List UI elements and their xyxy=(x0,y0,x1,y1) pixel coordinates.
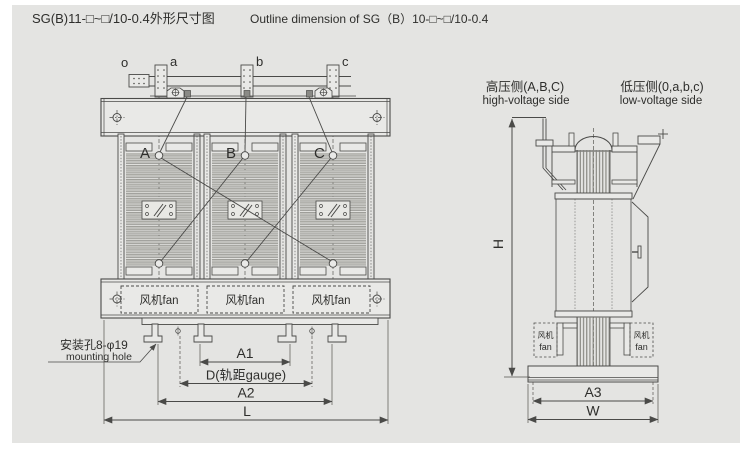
dim-a3-label: A3 xyxy=(584,384,601,400)
mounting-hole-label-cn: 安装孔8-φ19 xyxy=(60,337,128,352)
mounting-hole-leader xyxy=(48,343,157,363)
front-dimensions: A1 D(轨距gauge) A2 L xyxy=(103,320,389,424)
title-en: Outline dimension of SG（B）10-□~□/10-0.4 xyxy=(250,12,489,26)
terminal-o-bolts xyxy=(133,77,145,85)
top-clamps xyxy=(150,87,356,99)
lead-lines xyxy=(159,96,333,153)
hv-side-label-en: high-voltage side xyxy=(483,95,570,107)
coil-phase-b xyxy=(203,133,287,282)
terminal-c-plate xyxy=(326,64,340,98)
side-fan-right-cn: 风机 xyxy=(634,330,650,340)
top-bolt-right xyxy=(612,132,619,147)
side-view: 高压侧(A,B,C) high-voltage side 低压侧(0,a,b,c… xyxy=(483,79,704,423)
side-fan-right-en: fan xyxy=(635,342,648,352)
hv-lead xyxy=(512,117,567,191)
fan-label-1: 风机fan xyxy=(140,293,179,307)
terminal-o-plate xyxy=(128,74,150,88)
dim-a2-label: A2 xyxy=(237,385,254,401)
side-fan-box-left xyxy=(533,322,558,358)
coil-end-dome xyxy=(551,132,638,187)
coil-phase-a xyxy=(117,133,201,282)
terminal-b-label: b xyxy=(256,54,263,69)
cross-connection-lines xyxy=(160,157,332,262)
side-plate xyxy=(631,201,649,303)
terminal-c-label: c xyxy=(342,54,349,69)
side-fan-left-en: fan xyxy=(539,342,552,352)
hv-side-label-cn: 高压侧(A,B,C) xyxy=(486,79,564,94)
terminal-a-label: a xyxy=(170,54,178,69)
base-channel xyxy=(141,317,379,325)
lv-lead xyxy=(632,129,668,200)
front-view: o a b c xyxy=(48,54,391,424)
side-fans: 风机 fan 风机 fan xyxy=(533,322,654,358)
mounting-hole-label-en: mounting hole xyxy=(66,351,132,363)
dim-h-label: H xyxy=(490,239,506,249)
terminal-o-label: o xyxy=(121,55,128,70)
fan-box-2 xyxy=(206,285,285,314)
core-lower xyxy=(556,317,631,366)
lv-busbar: o a b c xyxy=(121,54,351,98)
fan-label-2: 风机fan xyxy=(226,293,265,307)
top-bolt-left xyxy=(568,132,575,147)
side-fan-box-right xyxy=(629,322,654,358)
terminal-a-plate xyxy=(154,64,168,98)
phase-c-label: C xyxy=(314,145,325,162)
fan-label-3: 风机fan xyxy=(312,293,351,307)
phase-a-label: A xyxy=(140,145,150,162)
coil-phase-c xyxy=(291,133,375,282)
phase-b-label: B xyxy=(226,145,236,162)
dim-w-label: W xyxy=(586,403,600,419)
side-base-plate xyxy=(527,365,659,383)
mounting-hole-callout: 安装孔8-φ19 mounting hole xyxy=(48,337,157,363)
dim-l-label: L xyxy=(243,403,251,419)
dim-h: H xyxy=(490,118,530,378)
fan-box-3 xyxy=(292,285,371,314)
lv-side-label-cn: 低压侧(0,a,b,c) xyxy=(620,80,703,94)
fan-box-1 xyxy=(120,285,199,314)
dim-d-label: D(轨距gauge) xyxy=(206,368,286,383)
lv-side-label-en: low-voltage side xyxy=(620,95,702,107)
fan-beam: 风机fan 风机fan 风机fan xyxy=(100,278,391,319)
side-dimensions: A3 W xyxy=(527,382,659,423)
side-fan-left-cn: 风机 xyxy=(538,330,554,340)
title-cn: SG(B)11-□~□/10-0.4外形尺寸图 xyxy=(32,11,215,26)
dim-a1-label: A1 xyxy=(236,345,253,361)
core-upper xyxy=(576,150,611,193)
